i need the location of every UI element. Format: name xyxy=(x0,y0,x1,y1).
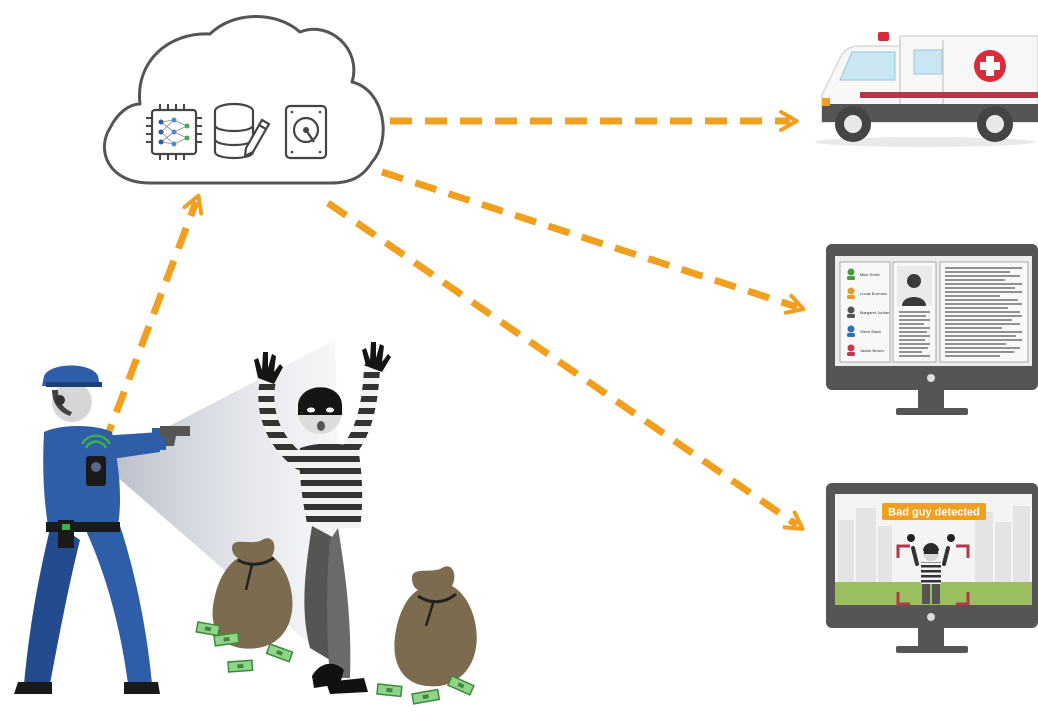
record-name: Margaret Jordan xyxy=(860,310,889,315)
record-name: Mike Smith xyxy=(860,272,880,277)
detected-suspect xyxy=(907,534,955,604)
cash-bills xyxy=(195,621,475,705)
record-name: Jackie Brown xyxy=(860,348,884,353)
records-list-items: Mike Smith Lucas Burrows Margaret Jordan… xyxy=(847,268,889,356)
list-item: Lucas Burrows xyxy=(847,287,886,299)
arrow-to-records-monitor xyxy=(380,168,806,315)
list-item: Steve Black xyxy=(847,325,881,337)
profile-avatar xyxy=(907,274,921,288)
list-item: Mike Smith xyxy=(847,268,880,280)
hard-drive-icon xyxy=(284,104,328,160)
record-name: Steve Black xyxy=(860,329,881,334)
target-frame xyxy=(896,544,970,606)
body-camera-icon xyxy=(80,434,112,486)
ambulance-icon xyxy=(815,32,1038,147)
money-bag-right xyxy=(394,566,477,687)
ai-chip-icon xyxy=(146,104,202,160)
record-name: Lucas Burrows xyxy=(860,291,886,296)
arrow-to-detection-monitor xyxy=(326,200,805,531)
detection-monitor: Bad guy detected xyxy=(826,483,1038,653)
database-edit-icon xyxy=(213,102,271,160)
police-officer xyxy=(14,365,190,694)
records-monitor: Mike Smith Lucas Burrows Margaret Jordan… xyxy=(826,244,1038,415)
money-bag-left xyxy=(212,538,293,649)
arrow-to-cloud xyxy=(100,193,204,447)
thief xyxy=(254,342,391,694)
arrows xyxy=(100,110,806,531)
detection-label: Bad guy detected xyxy=(888,507,980,519)
list-item: Margaret Jordan xyxy=(847,306,889,318)
detection-badge: Bad guy detected xyxy=(882,503,986,520)
list-item: Jackie Brown xyxy=(847,344,884,356)
